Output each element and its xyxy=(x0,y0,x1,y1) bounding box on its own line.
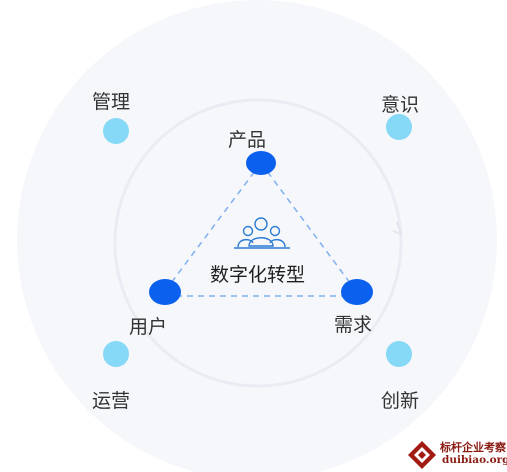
label-operation: 运营 xyxy=(92,390,131,412)
inner-ring xyxy=(113,98,403,388)
outer-background-circle xyxy=(17,0,497,472)
outer-dot-awareness xyxy=(386,114,412,140)
outer-dot-innovation xyxy=(386,341,412,367)
outer-dot-management xyxy=(103,118,129,144)
label-awareness: 意识 xyxy=(381,94,420,116)
people-group-icon xyxy=(234,217,290,249)
node-user xyxy=(149,279,181,305)
center-title: 数字化转型 xyxy=(210,264,306,286)
label-management: 管理 xyxy=(92,91,131,113)
watermark: 标杆企业考察 duibiao.org xyxy=(404,436,507,472)
watermark-url: duibiao.org xyxy=(442,454,507,466)
watermark-name: 标杆企业考察 xyxy=(440,441,506,454)
ring-arrow-icon xyxy=(392,221,403,236)
label-demand: 需求 xyxy=(334,314,373,336)
label-user: 用户 xyxy=(129,316,168,338)
triangle-connector xyxy=(164,162,357,297)
node-demand xyxy=(341,279,373,305)
watermark-logo-icon xyxy=(408,441,436,469)
label-innovation: 创新 xyxy=(381,390,420,412)
outer-dot-operation xyxy=(103,341,129,367)
label-product: 产品 xyxy=(228,129,267,151)
node-product xyxy=(246,151,276,175)
